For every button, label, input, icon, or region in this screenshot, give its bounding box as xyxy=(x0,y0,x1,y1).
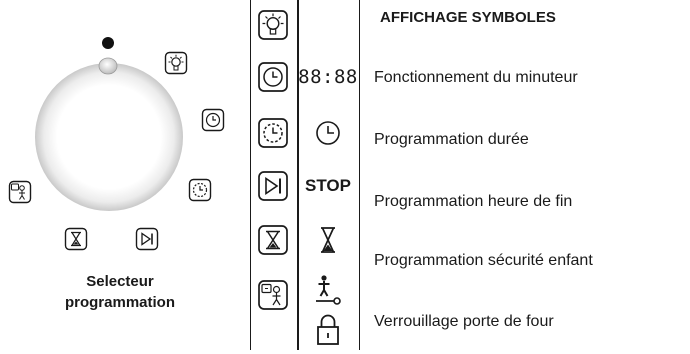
table-clock-icon xyxy=(257,61,289,93)
legend-item-child-safety: Programmation sécurité enfant xyxy=(374,252,593,269)
table-clock-dotted-icon xyxy=(257,117,289,149)
table-hourglass-icon xyxy=(257,224,289,256)
legend-item-door-lock: Verrouillage porte de four xyxy=(374,313,554,330)
display-digits-text: 88:88 xyxy=(298,66,358,88)
table-play-end-icon xyxy=(257,170,289,202)
dial-clock-dotted-icon xyxy=(188,178,212,202)
dial-lamp-icon xyxy=(164,51,188,75)
display-stop-text: STOP xyxy=(305,176,351,195)
dial-caption-line2: programmation xyxy=(64,294,175,311)
dial-play-end-icon xyxy=(135,227,159,251)
dial-caption-line1: Selecteur xyxy=(86,273,154,290)
legend-item-timer: Fonctionnement du minuteur xyxy=(374,69,578,86)
display-digits: 88:88 xyxy=(298,57,358,97)
legend-heading: AFFICHAGE SYMBOLES xyxy=(380,9,556,26)
dial-knob[interactable] xyxy=(35,63,183,211)
table-column-divider xyxy=(297,0,299,350)
legend-item-duration: Programmation durée xyxy=(374,131,529,148)
display-clock-outline-icon xyxy=(300,113,356,153)
display-padlock-icon xyxy=(300,310,356,350)
display-child-key-icon xyxy=(300,270,356,310)
dial-hourglass-icon xyxy=(64,227,88,251)
legend-item-end-time: Programmation heure de fin xyxy=(374,193,573,210)
dial-pointer-nub xyxy=(98,57,118,75)
symbol-table xyxy=(250,0,360,350)
dial-graphic xyxy=(35,37,183,211)
table-child-lock-icon xyxy=(257,279,289,311)
display-hourglass-symbol-icon xyxy=(300,220,356,260)
dial-child-lock-icon xyxy=(8,180,32,204)
display-stop: STOP xyxy=(300,166,356,206)
table-lamp-icon xyxy=(257,9,289,41)
dial-indicator-dot xyxy=(102,37,114,49)
dial-clock-icon xyxy=(201,108,225,132)
